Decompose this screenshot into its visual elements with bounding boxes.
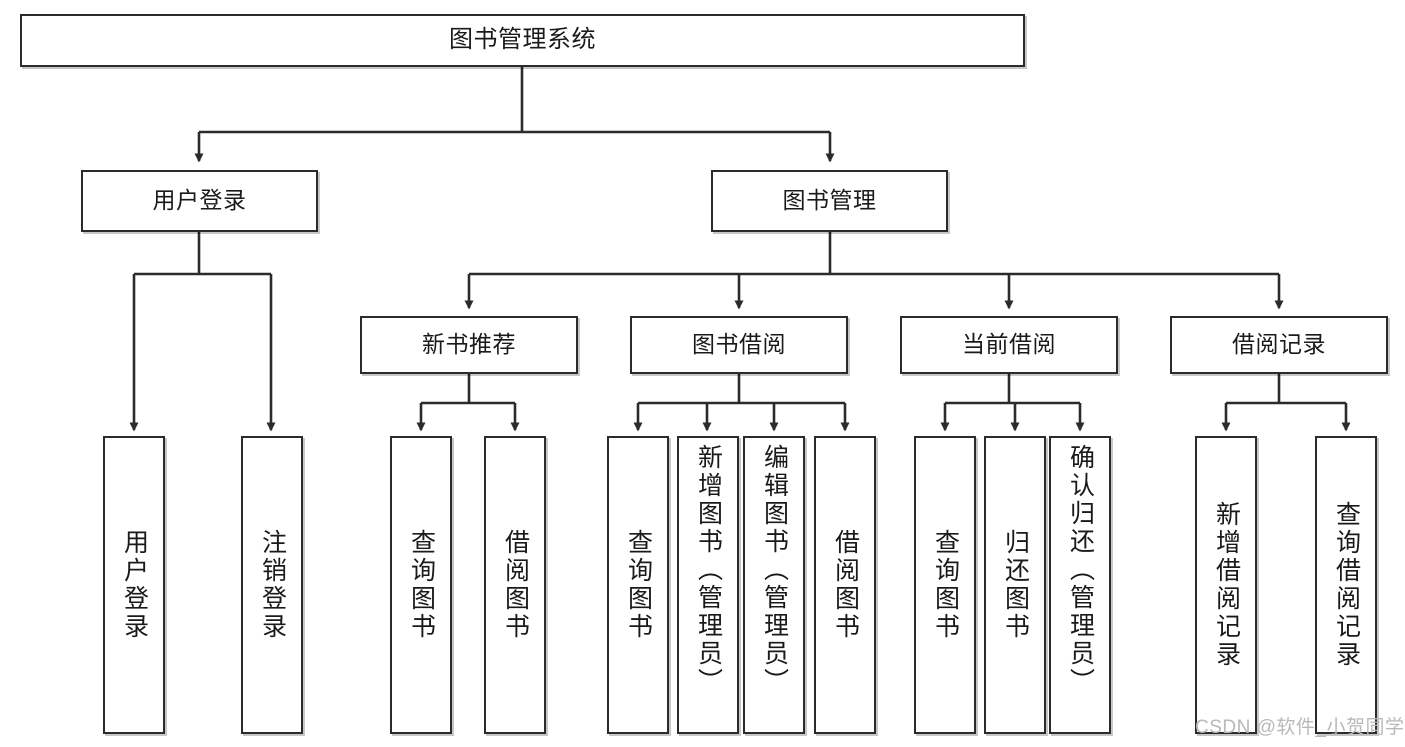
leaf-query-borrow-record[interactable]: 查询借阅记录 xyxy=(1315,436,1377,734)
node-label: 借阅记录 xyxy=(1232,331,1326,358)
node-label: 注销登录 xyxy=(258,529,287,641)
node-label: 用户登录 xyxy=(152,187,247,214)
node-label: 新增借阅记录 xyxy=(1212,501,1241,669)
node-label: 用户登录 xyxy=(120,529,149,641)
node-label: 图书管理 xyxy=(782,187,877,214)
leaf-query-book-current[interactable]: 查询图书 xyxy=(914,436,976,734)
node-label: 新书推荐 xyxy=(422,331,516,358)
node-new-book-recommend[interactable]: 新书推荐 xyxy=(360,316,578,374)
leaf-confirm-return[interactable]: 确认归还（管理员） xyxy=(1049,436,1111,734)
node-user-login[interactable]: 用户登录 xyxy=(81,170,318,232)
node-label: 查询图书 xyxy=(407,529,436,641)
node-label: 图书管理系统 xyxy=(449,26,596,54)
leaf-query-book-recommend[interactable]: 查询图书 xyxy=(390,436,452,734)
node-label: 当前借阅 xyxy=(962,331,1056,358)
leaf-borrow-book-recommend[interactable]: 借阅图书 xyxy=(484,436,546,734)
node-label: 编辑图书（管理员） xyxy=(760,444,789,696)
node-borrow-record[interactable]: 借阅记录 xyxy=(1170,316,1388,374)
node-root-book-management-system[interactable]: 图书管理系统 xyxy=(20,14,1025,67)
node-book-borrow[interactable]: 图书借阅 xyxy=(630,316,848,374)
leaf-user-login[interactable]: 用户登录 xyxy=(103,436,165,734)
leaf-logout[interactable]: 注销登录 xyxy=(241,436,303,734)
node-label: 查询图书 xyxy=(624,529,653,641)
node-book-manage[interactable]: 图书管理 xyxy=(711,170,948,232)
leaf-query-book-borrow[interactable]: 查询图书 xyxy=(607,436,669,734)
node-label: 图书借阅 xyxy=(692,331,786,358)
leaf-add-book[interactable]: 新增图书（管理员） xyxy=(677,436,739,734)
leaf-edit-book[interactable]: 编辑图书（管理员） xyxy=(743,436,805,734)
leaf-borrow-book[interactable]: 借阅图书 xyxy=(814,436,876,734)
node-label: 借阅图书 xyxy=(831,529,860,641)
node-label: 归还图书 xyxy=(1001,529,1030,641)
node-current-borrow[interactable]: 当前借阅 xyxy=(900,316,1118,374)
node-label: 新增图书（管理员） xyxy=(694,444,723,696)
node-label: 确认归还（管理员） xyxy=(1066,444,1095,696)
node-label: 查询图书 xyxy=(931,529,960,641)
leaf-add-borrow-record[interactable]: 新增借阅记录 xyxy=(1195,436,1257,734)
node-label: 借阅图书 xyxy=(501,529,530,641)
node-label: 查询借阅记录 xyxy=(1332,501,1361,669)
leaf-return-book[interactable]: 归还图书 xyxy=(984,436,1046,734)
